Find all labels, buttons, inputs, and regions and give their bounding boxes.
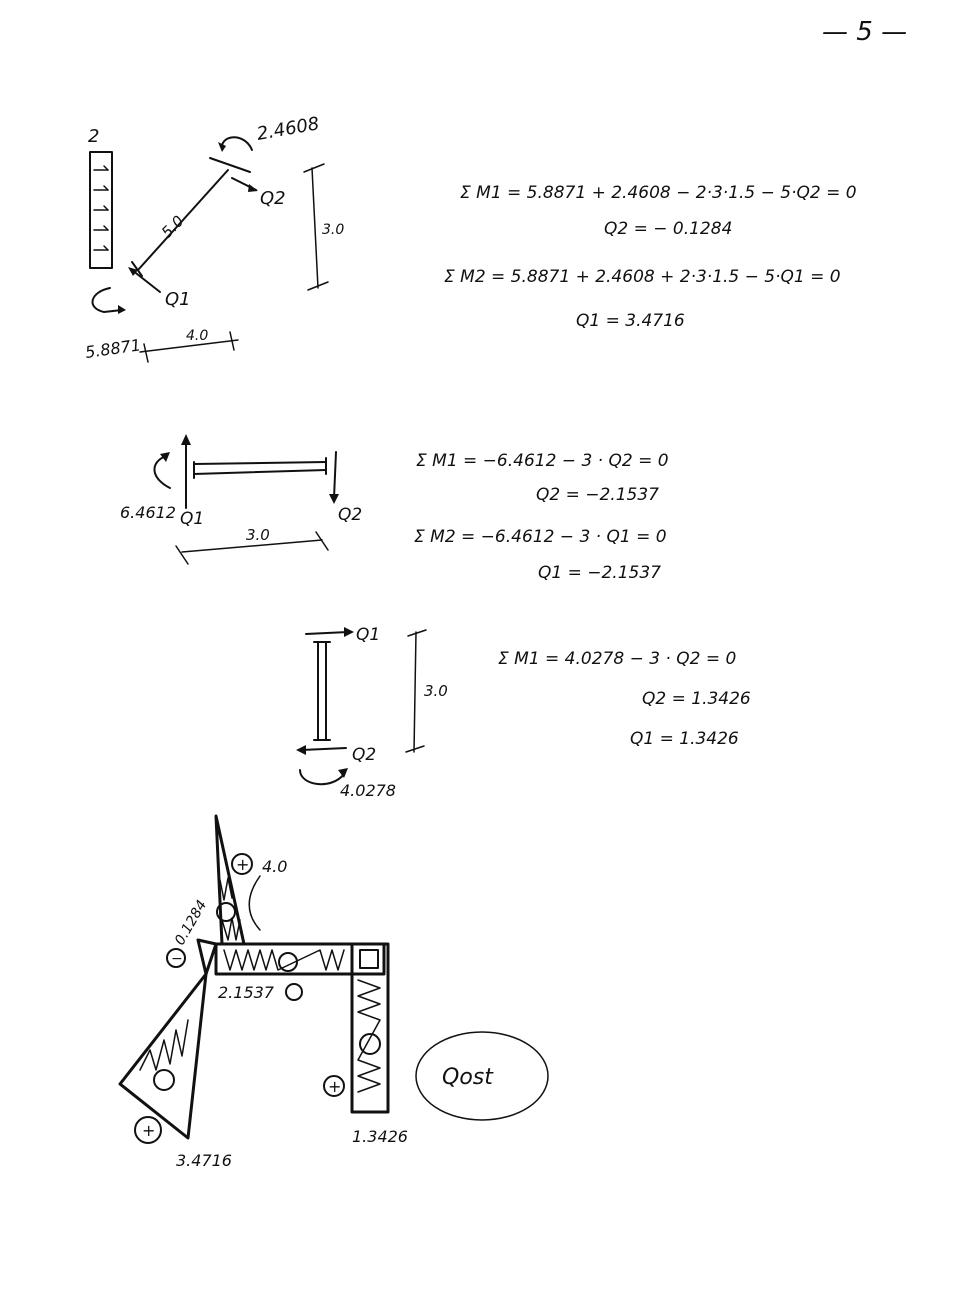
m2-eq1: Σ M1 = −6.4612 − 3 · Q2 = 0	[416, 451, 669, 471]
page-number: — 5 —	[822, 17, 907, 47]
m2-eq2: Σ M2 = −6.4612 − 3 · Q1 = 0	[414, 527, 667, 547]
m3-eq1-result: Q2 = 1.3426	[642, 689, 751, 709]
plus-sign-3: +	[328, 1077, 341, 1096]
minus-sign: −	[171, 951, 183, 967]
m1-height: 3.0	[322, 222, 344, 238]
m1-load-value: 2	[88, 126, 99, 147]
label-3-4716: 3.4716	[176, 1151, 232, 1170]
m2-force-right: Q2	[338, 505, 362, 525]
m3-force-bottom: Q2	[352, 745, 376, 765]
m3-moment: 4.0278	[340, 781, 396, 800]
label-2-1537: 2.1537	[218, 983, 275, 1002]
m2-length: 3.0	[246, 526, 270, 544]
m1-eq1: Σ M1 = 5.8871 + 2.4608 − 2·3·1.5 − 5·Q2 …	[460, 183, 857, 203]
member2-sketch: Q1 Q2 6.4612 3.0	[120, 434, 362, 565]
m1-eq2: Σ M2 = 5.8871 + 2.4608 + 2·3·1.5 − 5·Q1 …	[444, 267, 841, 287]
m2-eq1-result: Q2 = −2.1537	[536, 485, 659, 505]
m1-force-bottom: Q1	[165, 289, 191, 310]
diagram-title: Qost	[442, 1065, 494, 1090]
m2-force-left: Q1	[180, 509, 204, 529]
m2-moment: 6.4612	[120, 503, 176, 522]
label-1-3426: 1.3426	[352, 1127, 408, 1146]
m2-eq2-result: Q1 = −2.1537	[538, 563, 661, 583]
m1-length: 5.0	[158, 212, 188, 242]
m3-height: 3.0	[424, 682, 448, 700]
m1-moment-top: 2.4608	[255, 113, 321, 145]
member3-sketch: Q1 Q2 4.0278 3.0	[296, 625, 448, 800]
plus-sign-2: +	[142, 1121, 155, 1140]
m1-width: 4.0	[186, 328, 208, 344]
m1-moment-bottom: 5.8871	[84, 335, 142, 362]
m3-eq1-result2: Q1 = 1.3426	[630, 729, 739, 749]
label-4-0: 4.0	[262, 857, 287, 876]
m1-force-top: Q2	[260, 188, 286, 209]
shear-diagram: + 4.0 2.1537 − 0.1284 + 3.4716 + 1.3426 …	[118, 814, 549, 1170]
m1-eq2-result: Q1 = 3.4716	[576, 311, 685, 331]
plus-sign: +	[236, 855, 249, 874]
m1-eq1-result: Q2 = − 0.1284	[604, 219, 732, 239]
m3-force-top: Q1	[356, 625, 380, 645]
member1-sketch: 2 5.0 2.4608 Q2 Q1 5.8871 3.0 4.0	[84, 113, 344, 363]
m3-eq1: Σ M1 = 4.0278 − 3 · Q2 = 0	[498, 649, 736, 669]
